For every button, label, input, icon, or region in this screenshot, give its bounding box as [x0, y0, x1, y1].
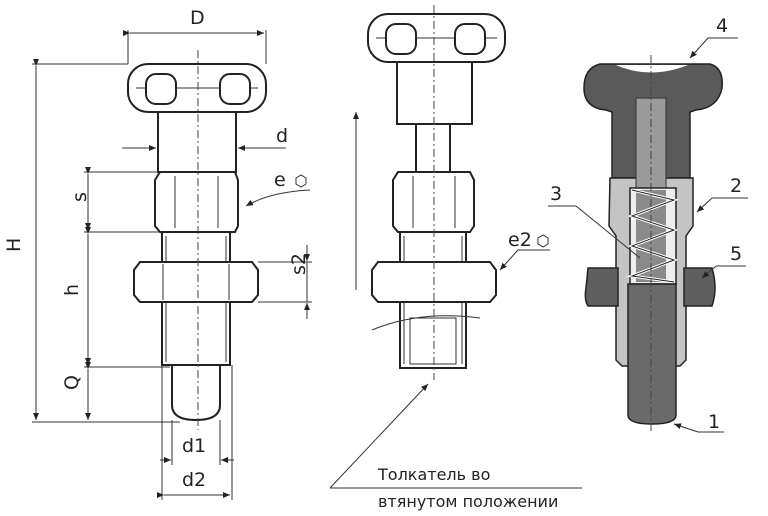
- dim-Q: Q: [61, 375, 83, 390]
- part-label-2: 2: [730, 175, 742, 197]
- part-label-5: 5: [730, 243, 742, 265]
- hex-nut: [154, 171, 239, 233]
- dim-h: h: [61, 284, 83, 296]
- dim-s: s: [69, 192, 91, 202]
- dim-d: d: [276, 125, 288, 147]
- caption-line1: Толкатель во: [377, 465, 490, 484]
- dim-e: e: [274, 169, 286, 191]
- dim-d1: d1: [182, 435, 206, 457]
- dim-d2: d2: [182, 469, 206, 491]
- left-view: D d e s H h s2 Q d1 d2: [3, 7, 312, 500]
- dim-H: H: [3, 238, 25, 252]
- middle-view: e2 Толкатель во втянутом положении: [329, 5, 582, 511]
- dim-s2: s2: [288, 253, 310, 275]
- part-label-4: 4: [716, 15, 728, 37]
- hexagon-icon: [537, 234, 549, 248]
- rod: [415, 123, 451, 173]
- lock-nut: [133, 261, 259, 303]
- dim-e2: e2: [508, 229, 532, 251]
- dim-D: D: [190, 7, 205, 29]
- caption-line2: втянутом положении: [378, 492, 558, 511]
- pin: [171, 364, 221, 422]
- handle-hole: [145, 73, 177, 105]
- right-view: 4 2 3 5 1: [548, 15, 748, 433]
- part-label-1: 1: [708, 411, 720, 433]
- handle-hole: [219, 73, 251, 105]
- stem: [157, 111, 237, 173]
- part-label-3: 3: [550, 183, 562, 205]
- pin-part-1: [627, 283, 677, 425]
- hexagon-icon: [295, 174, 307, 188]
